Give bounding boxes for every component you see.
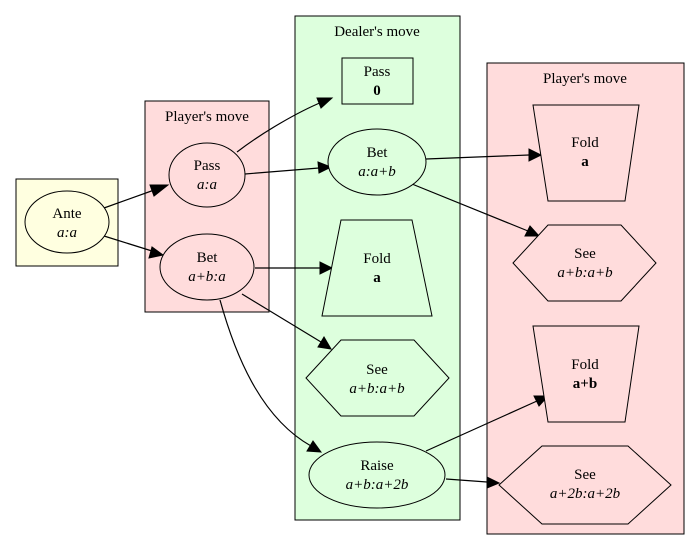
node-player2-see-hexagon — [512, 224, 657, 302]
node-dealer-bet: Bet a:a+b — [327, 128, 427, 196]
node-player-bet-label: Bet — [197, 250, 219, 266]
edge-dealerbet-see — [411, 183, 529, 232]
node-dealer-fold: Fold a — [321, 219, 433, 317]
node-ante: Ante a:a — [24, 190, 110, 254]
node-player-bet-ellipse — [159, 233, 255, 301]
node-player-bet: Bet a+b:a — [159, 233, 255, 301]
node-player2-see-2b-hexagon — [498, 445, 672, 525]
node-dealer-fold-trapezoid — [321, 219, 433, 317]
edge-ante-pass — [103, 188, 158, 209]
node-dealer-raise-value: a+b:a+2b — [346, 477, 409, 493]
edge-pass-dealerbet — [244, 167, 320, 175]
edge-raise-see — [445, 478, 488, 483]
edge-raise-fold — [425, 400, 538, 452]
cluster-players-move-2-title: Player's move — [543, 71, 627, 87]
edges — [103, 97, 550, 489]
node-player2-see-2b: See a+2b:a+2b — [498, 445, 672, 525]
node-dealer-see-label: See — [366, 362, 388, 378]
node-dealer-fold-label: Fold — [363, 251, 391, 267]
node-ante-value: a:a — [57, 225, 77, 241]
node-dealer-pass-value: 0 — [373, 83, 381, 99]
arrowhead-bet-fold — [319, 261, 334, 275]
node-player-pass-label: Pass — [194, 158, 221, 174]
node-dealer-raise: Raise a+b:a+2b — [308, 441, 446, 509]
arrowhead-dealerbet-see — [524, 225, 541, 237]
node-dealer-bet-label: Bet — [367, 145, 389, 161]
node-player2-fold-ab-trapezoid — [532, 325, 640, 423]
node-player-pass: Pass a:a — [168, 142, 246, 208]
arrowhead-ante-pass — [149, 184, 170, 197]
arrowhead-bet-see — [317, 336, 332, 350]
node-player2-fold-ab-value: a+b — [573, 376, 597, 392]
node-player2-see-2b-value: a+2b:a+2b — [550, 486, 621, 502]
edge-bet-raise — [219, 299, 312, 447]
node-dealer-pass-box — [341, 57, 414, 105]
cluster-players-move-1-title: Player's move — [165, 109, 249, 125]
node-player2-fold-a-label: Fold — [571, 135, 599, 151]
node-player2-fold-ab-label: Fold — [571, 357, 599, 373]
node-ante-label: Ante — [52, 206, 82, 222]
node-dealer-bet-ellipse — [327, 128, 427, 196]
node-dealer-raise-ellipse — [308, 441, 446, 509]
arrowhead-pass-dealerpass — [316, 97, 334, 109]
node-player2-see-2b-label: See — [574, 467, 596, 483]
node-dealer-fold-value: a — [373, 270, 381, 286]
node-dealer-see-hexagon — [305, 339, 450, 417]
node-dealer-see-value: a+b:a+b — [349, 381, 405, 397]
node-dealer-pass: Pass 0 — [341, 57, 414, 105]
node-dealer-bet-value: a:a+b — [358, 164, 396, 180]
edge-bet-see — [241, 293, 322, 343]
node-player2-see: See a+b:a+b — [512, 224, 657, 302]
edge-dealerbet-fold — [425, 154, 530, 160]
node-dealer-raise-label: Raise — [360, 458, 394, 474]
node-dealer-pass-label: Pass — [364, 64, 391, 80]
arrowhead-pass-dealerbet — [317, 161, 333, 174]
arrowhead-bet-raise — [306, 440, 323, 453]
arrowhead-raise-see — [486, 476, 501, 489]
node-player-bet-value: a+b:a — [188, 269, 226, 285]
arrowhead-dealerbet-fold — [528, 148, 543, 162]
edge-pass-dealerpass — [236, 101, 323, 153]
node-player-pass-ellipse — [168, 142, 246, 208]
node-player-pass-value: a:a — [197, 177, 217, 193]
node-player2-see-value: a+b:a+b — [557, 265, 613, 281]
node-player2-fold-a-trapezoid — [532, 104, 640, 202]
edge-ante-bet — [103, 235, 153, 252]
node-dealer-see: See a+b:a+b — [305, 339, 450, 417]
node-player2-fold-ab: Fold a+b — [532, 325, 640, 423]
node-player2-see-label: See — [574, 246, 596, 262]
node-ante-ellipse — [24, 190, 110, 254]
node-player2-fold-a: Fold a — [532, 104, 640, 202]
cluster-dealers-move-title: Dealer's move — [334, 24, 420, 40]
arrowhead-ante-bet — [148, 246, 165, 259]
node-player2-fold-a-value: a — [581, 154, 589, 170]
